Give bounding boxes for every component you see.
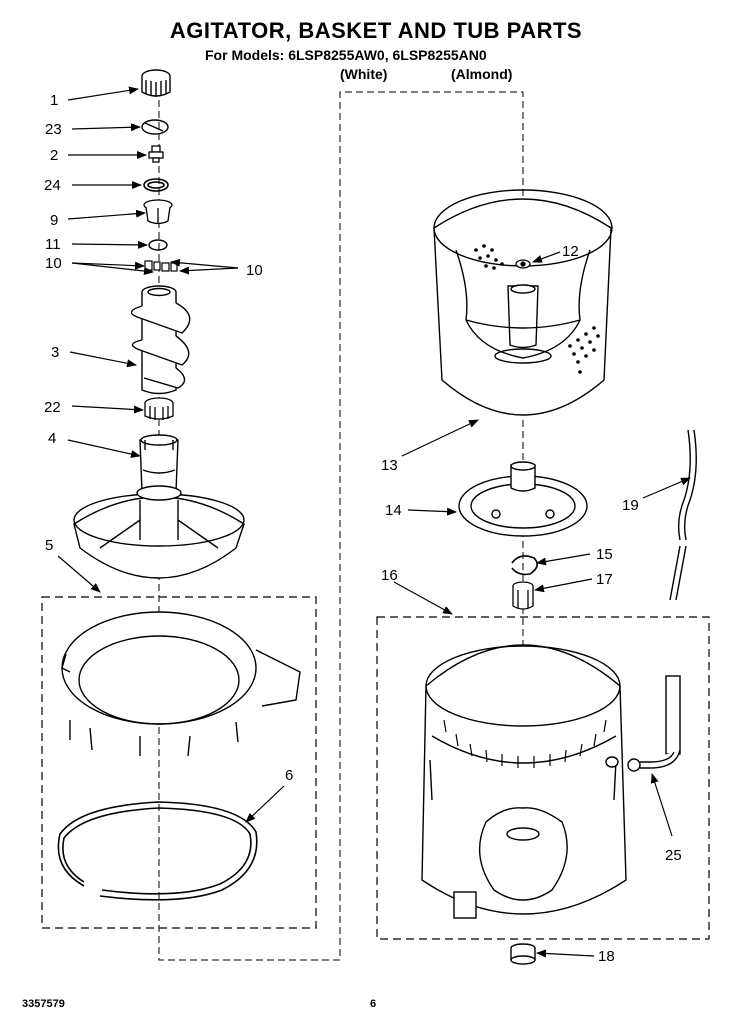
variant-almond: (Almond) — [451, 66, 513, 82]
part-13-basket — [433, 189, 613, 416]
part-1-agitator-cap — [141, 69, 171, 97]
part-25-fill-hose — [605, 675, 681, 772]
callout-3: 3 — [51, 344, 59, 361]
callout-10-left: 10 — [45, 255, 62, 272]
callout-11: 11 — [45, 236, 61, 253]
callout-9: 9 — [50, 212, 58, 229]
leader-lines — [57, 86, 691, 958]
part-4-agitator-base — [73, 434, 245, 579]
variant-white: (White) — [340, 66, 388, 82]
part-16-tub — [421, 644, 627, 919]
part-14-drive-block — [458, 461, 588, 537]
callout-15: 15 — [596, 546, 613, 563]
callout-10-right: 10 — [246, 262, 263, 279]
part-18-bearing-seal — [510, 943, 536, 965]
part-24-o-ring — [143, 178, 169, 192]
part-22-clutch — [144, 397, 174, 420]
callout-17: 17 — [596, 571, 613, 588]
basket-holes — [474, 244, 600, 374]
part-3-auger — [130, 285, 191, 395]
callout-4: 4 — [48, 430, 56, 447]
callout-6: 6 — [285, 767, 293, 784]
callout-2: 2 — [50, 147, 58, 164]
callout-1: 1 — [50, 92, 58, 109]
part-6-drive-band — [57, 801, 258, 901]
part-19-hose — [669, 429, 697, 601]
callout-14: 14 — [385, 502, 402, 519]
diagram-title: AGITATOR, BASKET AND TUB PARTS — [169, 18, 583, 43]
group-box-5 — [41, 596, 317, 929]
callout-22: 22 — [44, 399, 61, 416]
models-line: For Models: 6LSP8255AW0, 6LSP8255AN0 — [205, 47, 487, 63]
part-23-seal — [141, 119, 169, 135]
callout-19: 19 — [622, 497, 639, 514]
callout-23: 23 — [45, 121, 62, 138]
part-12-nut — [515, 259, 531, 269]
callout-24: 24 — [44, 177, 61, 194]
tub-top-slots — [443, 719, 607, 768]
part-11-ring — [148, 239, 168, 251]
part-9-cam — [143, 199, 173, 225]
callout-12: 12 — [562, 243, 579, 260]
part-17-spanner-nut — [512, 581, 534, 610]
callout-18: 18 — [598, 948, 615, 965]
part-5-balance-ring — [61, 611, 301, 757]
part-2-bolt — [148, 145, 164, 163]
callout-5: 5 — [45, 537, 53, 554]
group-box-16 — [376, 616, 710, 940]
part-15-clip — [511, 555, 538, 576]
page-number: 6 — [370, 998, 377, 1010]
callout-13: 13 — [381, 457, 398, 474]
document-number: 3357579 — [22, 998, 65, 1010]
callout-16: 16 — [381, 567, 398, 584]
callout-25: 25 — [665, 847, 682, 864]
